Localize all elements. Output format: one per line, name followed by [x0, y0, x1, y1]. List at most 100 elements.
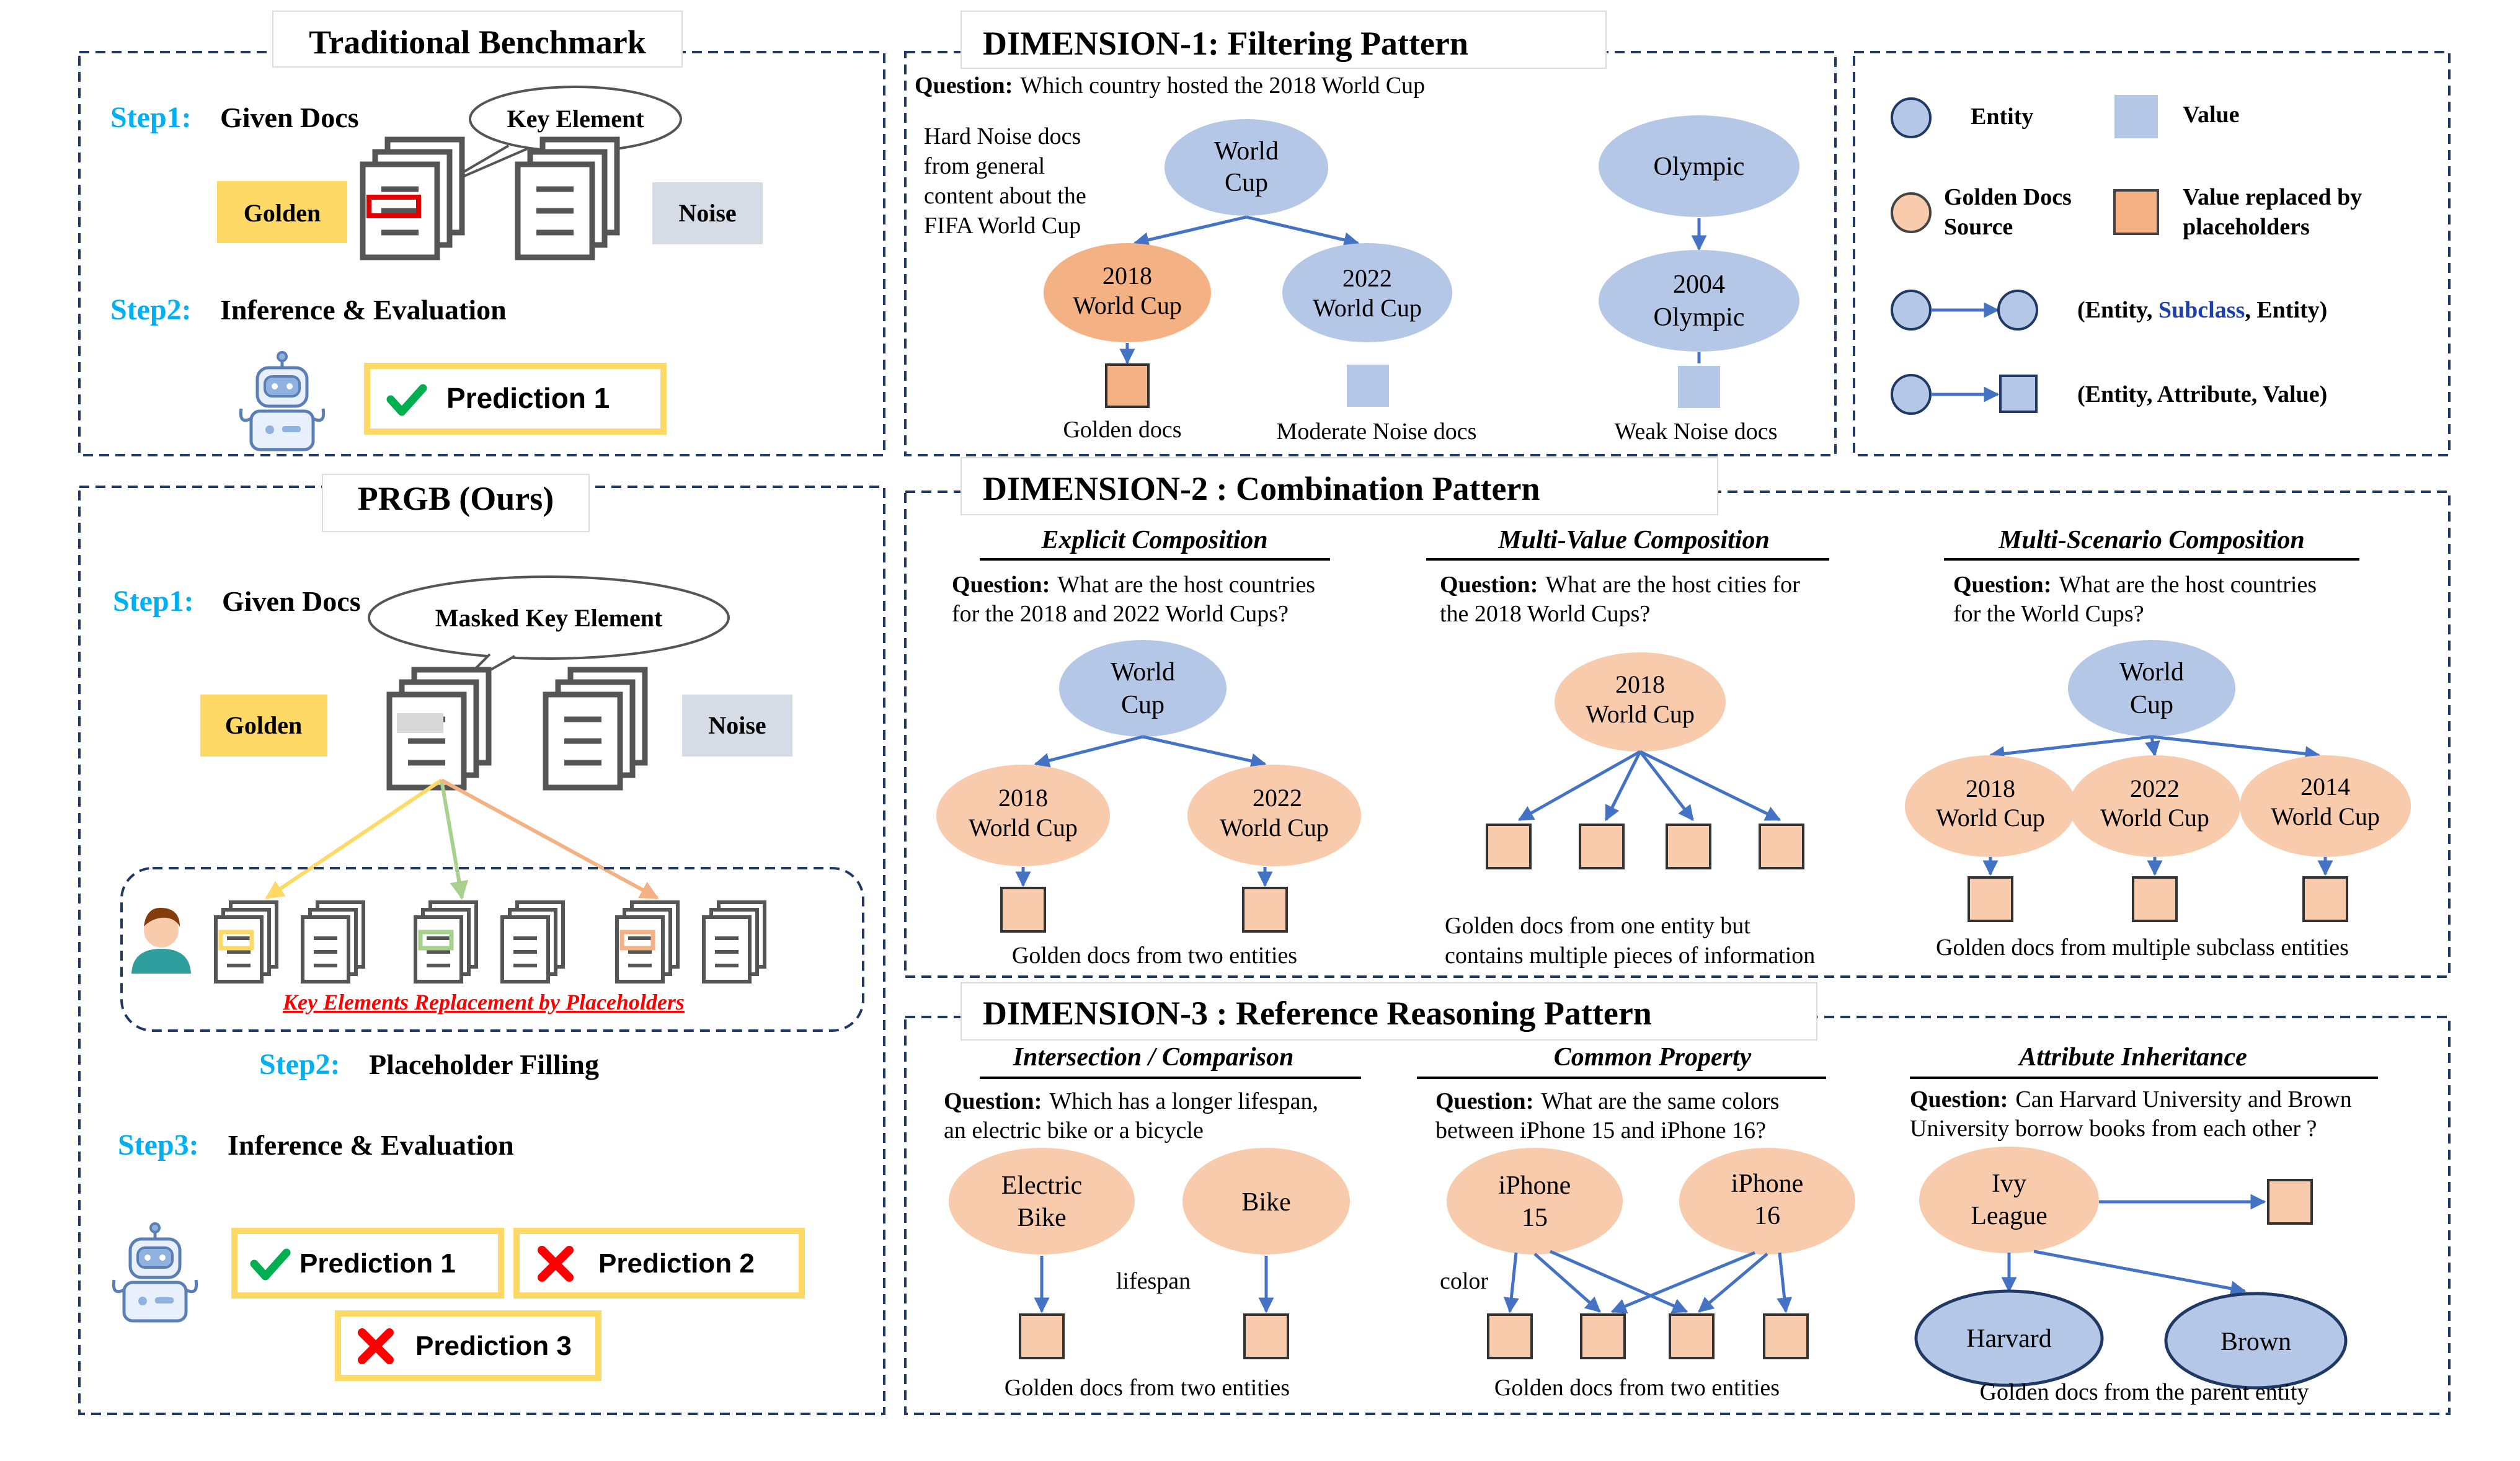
color-edge-label: color	[1440, 1268, 1488, 1294]
replacement-caption: Key Elements Replacement by Placeholders	[282, 990, 685, 1015]
key-element-label: Key Element	[507, 105, 644, 133]
dimension-1-title: DIMENSION-1: Filtering Pattern	[983, 25, 1468, 62]
dimension-2-panel: DIMENSION-2 : Combination Pattern Explic…	[904, 457, 2451, 978]
inheritance-caption: Golden docs from the parent entity	[1980, 1379, 2309, 1405]
noise-doc-stack	[518, 140, 617, 257]
multiscenario-2022-label-2: World Cup	[2100, 804, 2209, 832]
bike-entity	[1182, 1148, 1350, 1255]
wc2018-label-2: World Cup	[1073, 291, 1182, 319]
traditional-benchmark-title: Traditional Benchmark	[309, 24, 646, 61]
prediction-3-label: Prediction 3	[415, 1331, 572, 1361]
legend-value-symbol	[2114, 95, 2158, 138]
inheritance-q-text: Can Harvard University and Brown	[2015, 1086, 2351, 1112]
annotated-stack-orange	[617, 902, 678, 982]
iphone-16-label-1: iPhone	[1731, 1170, 1804, 1198]
explicit-right-label-1: 2022	[1253, 784, 1302, 812]
masked-key-highlight	[397, 713, 443, 733]
wc2018-label-1: 2018	[1102, 262, 1152, 290]
prgb-golden-box	[200, 695, 327, 757]
olympic-label: Olympic	[1654, 153, 1745, 181]
wc2018-entity	[1044, 243, 1211, 342]
explicit-q-text: What are the host countries	[1057, 572, 1315, 598]
explicit-left-label-2: World Cup	[969, 814, 1078, 842]
trad-step1-text: Given Docs	[220, 102, 359, 133]
common-heading: Common Property	[1554, 1043, 1752, 1072]
prgb-robot-icon	[113, 1223, 196, 1321]
explicit-root-label-2: Cup	[1121, 691, 1165, 719]
legend-panel: Entity Value Golden Docs Source Value re…	[1853, 51, 2451, 456]
explicit-q-line2: for the 2018 and 2022 World Cups?	[952, 601, 1289, 627]
brown-entity	[2164, 1292, 2348, 1390]
multivalue-q-text: What are the host cities for	[1545, 572, 1800, 598]
trad-step1-number: Step1:	[110, 101, 192, 134]
prediction-2-box	[513, 1228, 805, 1299]
svg-text:Question:What are the host cit: Question:What are the host cities for	[1440, 572, 1800, 598]
inheritance-heading: Attribute Inheritance	[2017, 1043, 2247, 1072]
multiscenario-2018	[1905, 755, 2076, 857]
legend-subclass-pre: (Entity,	[2077, 297, 2158, 323]
iphone-16-label-2: 16	[1754, 1202, 1780, 1230]
moderate-noise-caption: Moderate Noise docs	[1277, 419, 1477, 445]
brown-label: Brown	[2221, 1328, 2291, 1356]
common-q-line2: between iPhone 15 and iPhone 16?	[1435, 1117, 1766, 1143]
world-cup-entity	[1165, 119, 1328, 216]
lifespan-edge-label: lifespan	[1116, 1268, 1191, 1294]
intersection-q-text: Which has a longer lifespan,	[1049, 1088, 1318, 1114]
masked-key-bubble	[368, 575, 730, 660]
legend-golden-symbol	[1891, 192, 1932, 233]
legend-golden-label-1: Golden Docs	[1944, 184, 2072, 210]
ivy-league-label-1: Ivy	[1992, 1170, 2026, 1198]
prgb-step2-text: Placeholder Filling	[369, 1049, 599, 1080]
prgb-step1-text: Given Docs	[222, 585, 361, 617]
key-element-highlight	[366, 195, 421, 218]
iphone-15-entity	[1447, 1148, 1623, 1255]
multiscenario-root-label-1: World	[2119, 658, 2184, 686]
multivalue-root	[1555, 652, 1726, 752]
electric-bike-entity	[949, 1148, 1135, 1255]
prgb-step1-number: Step1:	[113, 585, 194, 618]
multiscenario-2014-label-2: World Cup	[2271, 802, 2380, 830]
svg-text:Question:What are the host cou: Question:What are the host countries	[952, 572, 1315, 598]
person-icon	[131, 907, 191, 974]
multiscenario-2018-label-1: 2018	[1966, 775, 2015, 802]
explicit-right	[1187, 765, 1361, 866]
prgb-golden-label: Golden	[225, 711, 302, 739]
multiscenario-root	[2068, 640, 2235, 737]
olympic-entity	[1599, 115, 1799, 217]
multivalue-root-label-1: 2018	[1615, 670, 1665, 698]
annotated-stack-orange-2	[704, 902, 765, 982]
multiscenario-2022-label-1: 2022	[2130, 775, 2180, 802]
moderate-noise-value	[1347, 365, 1389, 407]
svg-text:(Entity, Subclass, Entity): (Entity, Subclass, Entity)	[2077, 297, 2327, 323]
yellow-placeholder	[218, 930, 254, 951]
multivalue-root-label-2: World Cup	[1586, 700, 1695, 728]
intersection-caption: Golden docs from two entities	[1005, 1375, 1290, 1401]
inheritance-q-line2: University borrow books from each other …	[1910, 1116, 2317, 1142]
legend-subclass-post: , Entity)	[2245, 297, 2327, 323]
explicit-caption: Golden docs from two entities	[1012, 943, 1297, 969]
svg-text:Question:Which has a longer li: Question:Which has a longer lifespan,	[944, 1088, 1318, 1114]
legend-golden-label-2: Source	[1944, 214, 2013, 240]
prgb-step2-number: Step2:	[259, 1048, 340, 1081]
trad-step2-number: Step2:	[110, 293, 192, 326]
svg-text:Question:What are the host cou: Question: What are the host countries	[1953, 572, 2317, 598]
noise-doc-box	[652, 182, 763, 244]
dimension-1-panel: DIMENSION-1: Filtering Pattern Question:…	[904, 11, 1837, 456]
world-cup-label-1: World	[1214, 137, 1279, 166]
electric-bike-label-2: Bike	[1017, 1204, 1066, 1232]
masked-key-label: Masked Key Element	[435, 604, 663, 632]
multiscenario-q-label: Question:	[1953, 572, 2051, 598]
multivalue-q-line2: the 2018 World Cups?	[1440, 601, 1650, 627]
legend-replaced-label-2: placeholders	[2183, 214, 2310, 240]
wc2022-entity	[1282, 243, 1452, 342]
noise-doc-label: Noise	[678, 199, 736, 227]
hard-noise-line-2: from general	[924, 153, 1045, 179]
svg-text:Question:What are the same col: Question:What are the same colors	[1435, 1088, 1779, 1114]
common-q-text: What are the same colors	[1541, 1088, 1779, 1114]
ivy-league-label-2: League	[1971, 1202, 2048, 1230]
golden-doc-box	[217, 181, 347, 243]
prgb-panel: PRGB (Ours) Step1: Given Docs Masked Key…	[78, 474, 885, 1415]
multiscenario-q-text: What are the host countries	[2059, 572, 2317, 598]
golden-value-placeholder	[1105, 363, 1150, 408]
prediction-2-label: Prediction 2	[598, 1248, 755, 1279]
